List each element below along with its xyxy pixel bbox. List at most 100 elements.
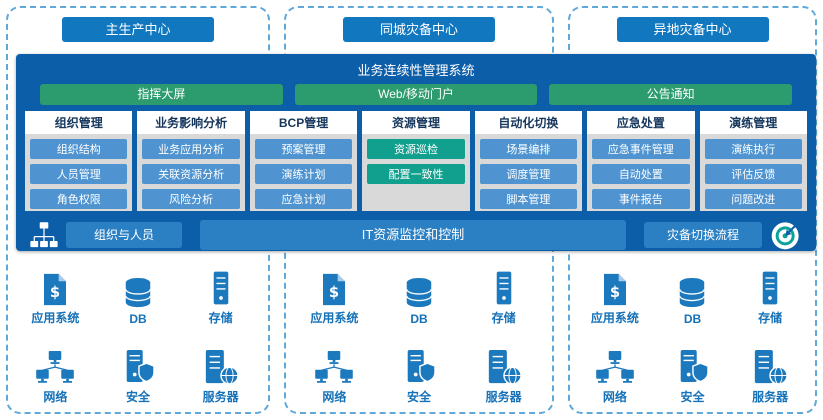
infra-item-server: 服务器 xyxy=(461,329,546,408)
module-item: 问题改进 xyxy=(704,189,802,209)
module-item: 演练执行 xyxy=(704,139,802,159)
storage-icon xyxy=(760,270,780,306)
center-title-remote: 异地灾备中心 xyxy=(616,17,769,42)
infra-item-security: 安全 xyxy=(97,329,180,408)
module-title: BCP管理 xyxy=(249,111,358,134)
infra-item-database: DB xyxy=(377,250,462,329)
infra-label: DB xyxy=(683,312,702,326)
it-resource-monitoring-bar: IT资源监控和控制 xyxy=(200,220,626,250)
infra-label: 网络 xyxy=(43,390,68,404)
module-item: 业务应用分析 xyxy=(142,139,240,159)
infra-item-database: DB xyxy=(654,250,732,329)
infrastructure-grid: 应用系统 DB 存储 网络 安全 服务器 xyxy=(576,250,809,408)
security-icon xyxy=(403,349,435,385)
infra-label: DB xyxy=(129,312,147,326)
module-item: 角色权限 xyxy=(30,189,128,209)
infra-item-application-system: 应用系统 xyxy=(14,250,97,329)
module-business-impact-analysis: 业务影响分析 业务应用分析 关联资源分析 风险分析 xyxy=(137,111,245,211)
module-row: 组织管理 组织结构 人员管理 角色权限 业务影响分析 业务应用分析 关联资源分析… xyxy=(16,105,816,211)
infra-item-security: 安全 xyxy=(377,329,462,408)
module-item: 演练计划 xyxy=(254,164,353,184)
storage-icon xyxy=(211,270,231,306)
module-title: 业务影响分析 xyxy=(137,111,245,134)
infra-item-network: 网络 xyxy=(14,329,97,408)
database-icon xyxy=(402,277,436,309)
module-item: 场景编排 xyxy=(479,139,578,159)
module-emergency-response: 应急处置 应急事件管理 自动处置 事件报告 xyxy=(587,111,695,211)
module-item: 应急事件管理 xyxy=(592,139,690,159)
dr-switch-process-bar: 灾备切换流程 xyxy=(644,222,762,248)
portal-announcements: 公告通知 xyxy=(549,84,793,105)
portal-row: 指挥大屏 Web/移动门户 公告通知 xyxy=(16,84,816,105)
module-title: 资源管理 xyxy=(362,111,470,134)
application-icon xyxy=(601,273,629,306)
infra-label: DB xyxy=(410,312,428,326)
module-item: 预案管理 xyxy=(254,139,353,159)
infra-item-storage: 存储 xyxy=(179,250,262,329)
system-title: 业务连续性管理系统 xyxy=(357,63,475,78)
infra-label: 网络 xyxy=(602,390,627,404)
network-icon xyxy=(594,351,636,385)
infra-item-network: 网络 xyxy=(576,329,654,408)
module-item: 配置一致性 xyxy=(367,164,465,184)
security-icon xyxy=(122,349,154,385)
infra-label: 服务器 xyxy=(202,390,239,404)
target-arrow-icon xyxy=(770,219,802,251)
server-icon xyxy=(202,349,240,385)
network-icon xyxy=(313,351,355,385)
infra-label: 安全 xyxy=(680,390,705,404)
panel-bottom-bar: 组织与人员 IT资源监控和控制 灾备切换流程 xyxy=(16,211,816,251)
org-and-personnel-bar: 组织与人员 xyxy=(66,222,182,248)
module-title: 自动化切换 xyxy=(474,111,583,134)
module-title: 组织管理 xyxy=(25,111,133,134)
infra-item-storage: 存储 xyxy=(461,250,546,329)
security-icon xyxy=(676,349,708,385)
database-icon xyxy=(675,277,709,309)
module-item: 人员管理 xyxy=(30,164,128,184)
module-organization-management: 组织管理 组织结构 人员管理 角色权限 xyxy=(25,111,133,211)
server-icon xyxy=(751,349,789,385)
infra-label: 服务器 xyxy=(752,390,789,404)
infra-label: 存储 xyxy=(758,311,783,325)
infra-label: 服务器 xyxy=(485,390,522,404)
module-automated-switching: 自动化切换 场景编排 调度管理 脚本管理 xyxy=(474,111,583,211)
infra-item-storage: 存储 xyxy=(731,250,809,329)
infra-item-server: 服务器 xyxy=(179,329,262,408)
infra-item-application-system: 应用系统 xyxy=(292,250,377,329)
module-item: 脚本管理 xyxy=(479,189,578,209)
module-item: 风险分析 xyxy=(142,189,240,209)
database-icon xyxy=(121,277,155,309)
infra-item-security: 安全 xyxy=(654,329,732,408)
infra-label: 应用系统 xyxy=(31,311,80,325)
module-drill-management: 演练管理 演练执行 评估反馈 问题改进 xyxy=(699,111,807,211)
module-title: 应急处置 xyxy=(587,111,695,134)
storage-icon xyxy=(494,270,514,306)
infra-label: 安全 xyxy=(406,390,431,404)
server-icon xyxy=(485,349,523,385)
infra-label: 存储 xyxy=(208,311,233,325)
application-icon xyxy=(320,273,348,306)
module-bcp-management: BCP管理 预案管理 演练计划 应急计划 xyxy=(249,111,358,211)
module-item: 事件报告 xyxy=(592,189,690,209)
infra-item-database: DB xyxy=(97,250,180,329)
infra-label: 安全 xyxy=(125,390,150,404)
module-item: 关联资源分析 xyxy=(142,164,240,184)
module-item: 调度管理 xyxy=(479,164,578,184)
infra-item-network: 网络 xyxy=(292,329,377,408)
portal-command-screen: 指挥大屏 xyxy=(40,84,283,105)
infrastructure-grid: 应用系统 DB 存储 网络 安全 服务器 xyxy=(14,250,262,408)
module-item: 资源巡检 xyxy=(367,139,465,159)
infra-label: 网络 xyxy=(322,390,347,404)
application-icon xyxy=(41,273,69,306)
center-title-main: 主生产中心 xyxy=(62,17,214,42)
infra-item-application-system: 应用系统 xyxy=(576,250,654,329)
infra-label: 应用系统 xyxy=(590,311,639,325)
org-chart-icon xyxy=(30,222,58,249)
infra-label: 应用系统 xyxy=(310,311,359,325)
module-title: 演练管理 xyxy=(699,111,807,134)
bcm-system-panel: 业务连续性管理系统 指挥大屏 Web/移动门户 公告通知 组织管理 组织结构 人… xyxy=(16,54,816,251)
module-item: 组织结构 xyxy=(30,139,128,159)
network-icon xyxy=(34,351,76,385)
infra-item-server: 服务器 xyxy=(731,329,809,408)
